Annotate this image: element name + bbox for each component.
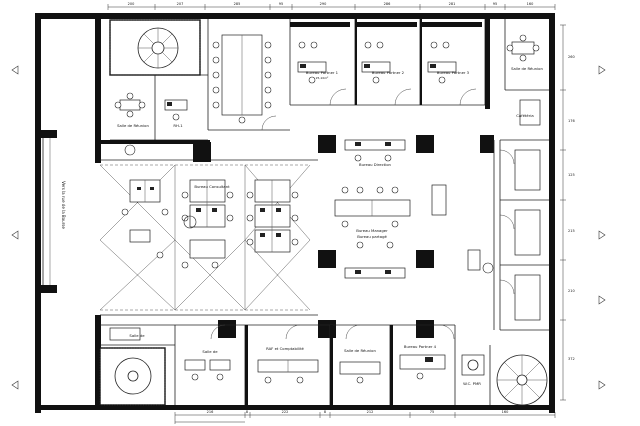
bottom-dimension-line: 216 8 222 8 212 75 160 [174,410,556,424]
dim-top-5: 290 [320,2,327,6]
room-partner4-name: Bureau Partner 4 [404,344,437,349]
room-bottom-small-name: Salle de [202,349,218,354]
dim-top-3: 285 [234,2,241,6]
section-markers [11,65,606,390]
room-cafeteria-name: Cafétéria [516,113,533,118]
doors [210,88,515,340]
left-rooms-furniture [114,92,188,121]
street-facade: Vers la rue de la Bourse [42,138,66,285]
room-bureau-partage-name: Bureau partagé [357,234,387,239]
room-manager-name: Bureau Manager [356,228,388,233]
room-labels: Bureau Partner 1 25,10m² Bureau Partner … [117,66,543,386]
open-space-desks [121,179,299,269]
dim-right-1: 260 [568,55,575,59]
interior-partitions [99,19,549,405]
room-consultant-name: Bureau Consultant [194,184,230,189]
stair-top-left [109,19,201,76]
dim-bottom-1: 216 [207,410,214,414]
dim-right-5: 210 [568,289,575,293]
conference-table [212,34,272,124]
room-partner3-name: Bureau Partner 3 [437,70,470,75]
dim-top-9: 160 [527,2,534,6]
dim-top-6: 286 [384,2,391,6]
room-partner1-name: Bureau Partner 1 [306,70,339,75]
dim-bottom-4: 8 [324,410,326,414]
dim-right-4: 215 [568,229,575,233]
room-reunion-left-name: Salle de Réunion [117,123,149,128]
bottom-offices-furniture [109,327,485,384]
dim-right-3: 125 [568,173,575,177]
room-direction-name: Bureau Direction [359,162,392,167]
dim-bottom-5: 212 [367,410,374,414]
dim-top-2: 207 [177,2,184,6]
room-reunion-bottom-name: Salle de Réunion [344,348,376,353]
center-offices-furniture [334,139,481,279]
stair-bottom-left [99,347,166,406]
dim-top-7: 281 [449,2,456,6]
dim-top-8: 95 [493,2,497,6]
spiral-stair [496,354,548,406]
dim-bottom-6: 75 [430,410,434,414]
room-bottom-left-name: Salle de [129,333,145,338]
dim-top-1: 200 [128,2,135,6]
plant-symbols [124,144,494,274]
dim-right-2: 176 [568,119,575,123]
dim-bottom-3: 222 [282,410,289,414]
room-rh-name: RH-1 [173,123,183,128]
room-reunion-top-name: Salle de Réunion [511,66,543,71]
top-dimension-line: 200 207 285 95 290 286 281 95 160 [107,2,556,10]
right-dimension-line: 260 176 125 215 210 372 [560,24,575,401]
dim-bottom-2: 8 [246,410,248,414]
room-partner2-name: Bureau Partner 2 [372,70,405,75]
dim-bottom-7: 160 [502,410,509,414]
dim-right-6: 372 [568,357,575,361]
partner-offices-furniture [297,34,540,84]
right-corridor-furniture [514,99,541,321]
room-raf-name: RAF et Comptabilité [266,346,304,351]
street-label: Vers la rue de la Bourse [61,181,66,229]
exterior-walls [35,13,555,413]
dim-top-4: 95 [279,2,283,6]
room-partner1-area: 25,10m² [316,76,330,80]
room-wc-name: W.C. PMR [463,381,481,386]
